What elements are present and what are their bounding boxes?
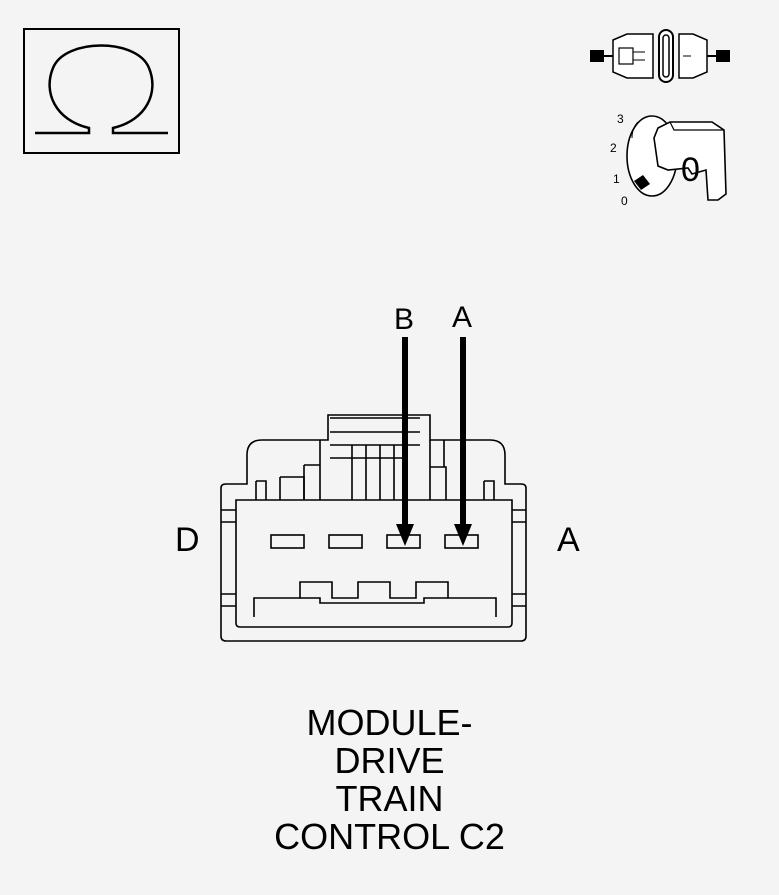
probe-arrows	[396, 337, 472, 546]
connector-end-left-label: D	[175, 521, 200, 559]
key-position-3: 3	[617, 112, 624, 126]
ignition-key-off-icon: 3 2 1 0 0	[610, 112, 727, 208]
key-position-1: 1	[613, 172, 620, 186]
caption-line-4: CONTROL C2	[274, 816, 505, 857]
key-position-2: 2	[610, 141, 617, 155]
pin-label-a: A	[452, 301, 473, 334]
caption-line-1: MODULE-	[306, 702, 473, 743]
key-position-0: 0	[621, 194, 628, 208]
key-position-value: 0	[681, 151, 700, 189]
pin-label-b: B	[394, 303, 415, 336]
caption-line-3: TRAIN	[335, 778, 444, 819]
connector-end-right-label: A	[557, 521, 580, 559]
probe-arrow-b	[396, 337, 414, 546]
ohm-symbol-box	[23, 28, 180, 154]
caption-line-2: DRIVE	[334, 740, 445, 781]
ohm-meter-icon	[35, 44, 168, 135]
connector-face	[220, 414, 527, 642]
connector-caption: MODULE- DRIVE TRAIN CONTROL C2	[0, 704, 779, 856]
probe-arrow-a	[454, 337, 472, 546]
fuse-removed-icon	[590, 29, 730, 83]
